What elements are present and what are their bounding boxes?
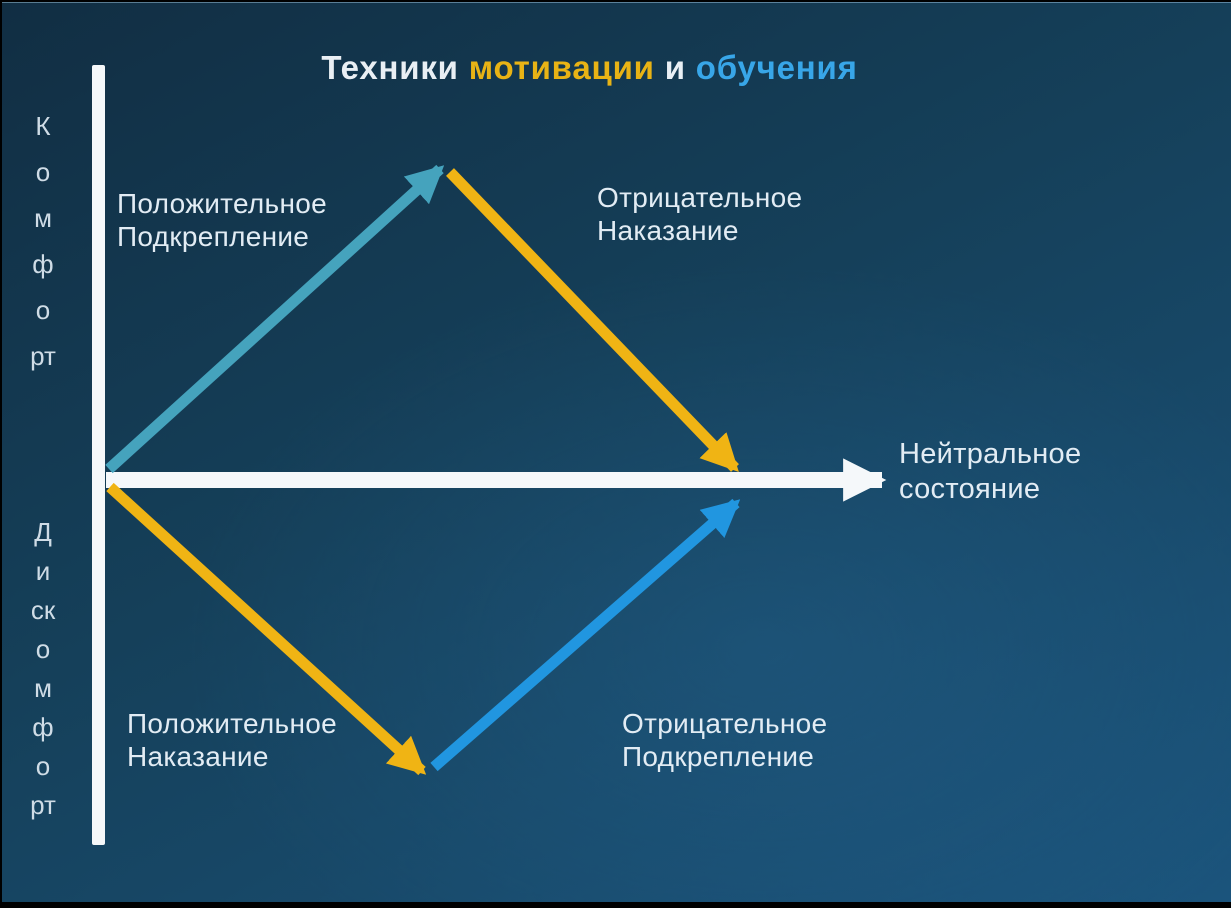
arrow-positive-reinforcement bbox=[105, 164, 445, 474]
quadrant-label-line: Подкрепление bbox=[117, 221, 310, 252]
title-segment-and: и bbox=[654, 49, 696, 86]
arrow-positive-punishment bbox=[106, 482, 427, 776]
quadrant-label-line: Отрицательное bbox=[622, 708, 828, 739]
diagram-canvas bbox=[92, 65, 887, 845]
quadrant-label-line: Отрицательное bbox=[597, 182, 803, 213]
title-segment-motivation: мотивации bbox=[468, 49, 655, 86]
quadrant-label-line: Положительное bbox=[127, 708, 337, 739]
x-axis-label-line: состояние bbox=[899, 473, 1041, 505]
title-segment-techniques: Техники bbox=[321, 49, 469, 86]
slide-title: Техники мотивации и обучения bbox=[97, 49, 1082, 87]
y-axis-label-discomfort: Дискомфорт bbox=[30, 517, 56, 820]
quadrant-label-line: Наказание bbox=[127, 741, 269, 772]
title-segment-learning: обучения bbox=[695, 49, 858, 86]
arrow-negative-reinforcement bbox=[430, 498, 741, 772]
quadrant-label-line: Положительное bbox=[117, 188, 327, 219]
quadrant-label-positive-punishment: Положительное Наказание bbox=[127, 707, 337, 773]
quadrant-label-negative-punishment: Отрицательное Наказание bbox=[597, 181, 802, 247]
y-axis-line bbox=[92, 65, 105, 845]
arrow-negative-punishment bbox=[446, 168, 739, 473]
quadrant-label-positive-reinforcement: Положительное Подкрепление bbox=[117, 187, 327, 253]
y-axis-label-comfort: Комфорт bbox=[30, 111, 56, 371]
quadrant-label-line: Подкрепление bbox=[622, 741, 815, 772]
x-axis-label-neutral-state: Нейтральное состояние bbox=[899, 437, 1081, 507]
quadrant-label-negative-reinforcement: Отрицательное Подкрепление bbox=[622, 707, 827, 773]
quadrant-label-line: Наказание bbox=[597, 215, 739, 246]
x-axis-label-line: Нейтральное bbox=[899, 438, 1082, 470]
